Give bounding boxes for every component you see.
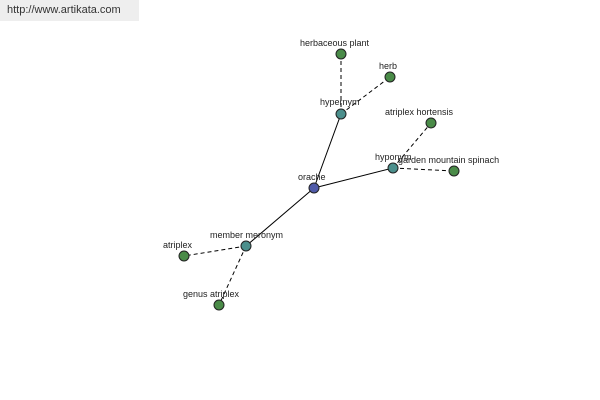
node-garden-mountain-spinach[interactable]	[448, 165, 460, 177]
node-label-member-meronym[interactable]: member meronym	[210, 230, 283, 240]
node-genus-atriplex[interactable]	[213, 299, 225, 311]
edge-orache-member-meronym	[245, 187, 315, 247]
edge-member-meronym-atriplex	[183, 245, 247, 257]
node-atriplex[interactable]	[178, 250, 190, 262]
node-hyponym[interactable]	[387, 162, 399, 174]
edges-layer	[183, 54, 455, 306]
edge-member-meronym-genus-atriplex	[218, 245, 247, 306]
node-hypernym[interactable]	[335, 108, 347, 120]
site-url-link[interactable]: http://www.artikata.com	[7, 4, 121, 16]
edge-orache-hyponym	[313, 167, 394, 189]
node-member-meronym[interactable]	[240, 240, 252, 252]
edge-hyponym-garden-mountain-spinach	[392, 167, 455, 172]
edge-hypernym-herb	[340, 76, 391, 115]
node-label-atriplex-hortensis[interactable]: atriplex hortensis	[385, 107, 454, 117]
node-herb[interactable]	[384, 71, 396, 83]
node-label-herbaceous-plant[interactable]: herbaceous plant	[300, 38, 370, 48]
node-label-hyponym[interactable]: hyponym	[375, 152, 412, 162]
edge-hyponym-atriplex-hortensis	[392, 122, 432, 169]
nodes-layer	[178, 48, 460, 311]
node-orache[interactable]	[308, 182, 320, 194]
node-label-genus-atriplex[interactable]: genus atriplex	[183, 289, 240, 299]
node-label-orache[interactable]: orache	[298, 172, 326, 182]
node-label-garden-mountain-spinach[interactable]: garden mountain spinach	[398, 155, 499, 165]
node-label-hypernym[interactable]: hypernym	[320, 97, 360, 107]
node-label-atriplex[interactable]: atriplex	[163, 240, 193, 250]
site-banner: http://www.artikata.com	[0, 0, 139, 21]
node-herbaceous-plant[interactable]	[335, 48, 347, 60]
node-atriplex-hortensis[interactable]	[425, 117, 437, 129]
edge-orache-hypernym	[313, 113, 342, 189]
node-label-herb[interactable]: herb	[379, 61, 397, 71]
